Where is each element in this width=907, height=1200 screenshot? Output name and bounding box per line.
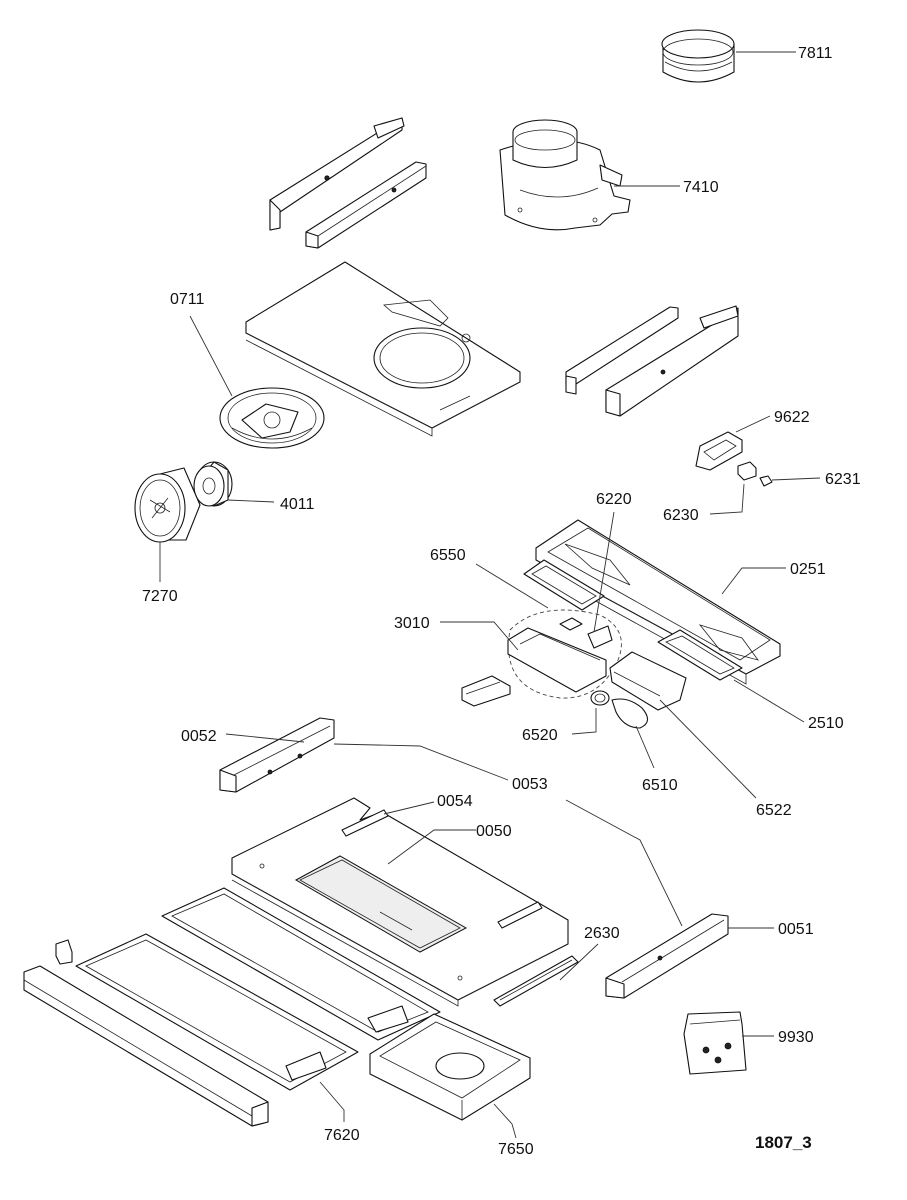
part-6520-drawing	[590, 690, 610, 706]
label-9622: 9622	[774, 409, 810, 426]
part-2630-drawing	[493, 955, 579, 1007]
part-0052-drawing	[219, 717, 335, 793]
part-0251-drawing	[535, 519, 781, 685]
part-number-labels: 7811 7410 0711 9622 6231 4011 6230 6220 …	[142, 45, 861, 1158]
part-9930-drawing	[683, 1011, 747, 1075]
label-7650: 7650	[498, 1141, 534, 1158]
label-6550: 6550	[430, 547, 466, 564]
part-7650-drawing	[369, 1013, 531, 1121]
label-6220: 6220	[596, 491, 632, 508]
part-6522-drawing	[609, 651, 687, 711]
label-6520: 6520	[522, 727, 558, 744]
label-7410: 7410	[683, 179, 719, 196]
label-0251: 0251	[790, 561, 826, 578]
part-7270-drawing	[134, 467, 201, 543]
upper-rail-pair-left	[269, 117, 427, 249]
drawing-reference-number: 1807_3	[755, 1133, 812, 1152]
part-6230-drawing	[737, 461, 757, 481]
part-7811-drawing	[661, 29, 735, 83]
label-6510: 6510	[642, 777, 678, 794]
part-3010-drawing	[461, 609, 622, 707]
part-0711-drawing	[219, 387, 325, 449]
label-0050: 0050	[476, 823, 512, 840]
label-9930: 9930	[778, 1029, 814, 1046]
upper-rail-pair-right	[565, 305, 739, 417]
label-7620: 7620	[324, 1127, 360, 1144]
part-6231-drawing	[759, 475, 773, 487]
part-4011-drawing	[193, 461, 233, 507]
label-0054: 0054	[437, 793, 473, 810]
label-3010: 3010	[394, 615, 430, 632]
label-2510: 2510	[808, 715, 844, 732]
label-6231: 6231	[825, 471, 861, 488]
label-0711: 0711	[170, 291, 205, 308]
part-7620-drawing	[23, 887, 441, 1127]
label-0051: 0051	[778, 921, 814, 938]
main-housing-top	[245, 261, 521, 437]
part-0051-drawing	[605, 913, 729, 999]
label-6522: 6522	[756, 802, 792, 819]
part-6510-drawing	[611, 698, 649, 729]
part-9622-drawing	[695, 431, 743, 471]
label-6230: 6230	[663, 507, 699, 524]
part-0050-drawing	[231, 797, 569, 1007]
label-0052: 0052	[181, 728, 217, 745]
part-2510-drawing	[523, 559, 743, 681]
part-7410-drawing	[499, 119, 631, 231]
label-7811: 7811	[798, 45, 833, 62]
label-0053: 0053	[512, 776, 548, 793]
label-7270: 7270	[142, 588, 178, 605]
part-0054-drawing	[341, 809, 543, 929]
leader-lines	[159, 51, 821, 1139]
label-4011: 4011	[280, 496, 315, 513]
label-2630: 2630	[584, 925, 620, 942]
